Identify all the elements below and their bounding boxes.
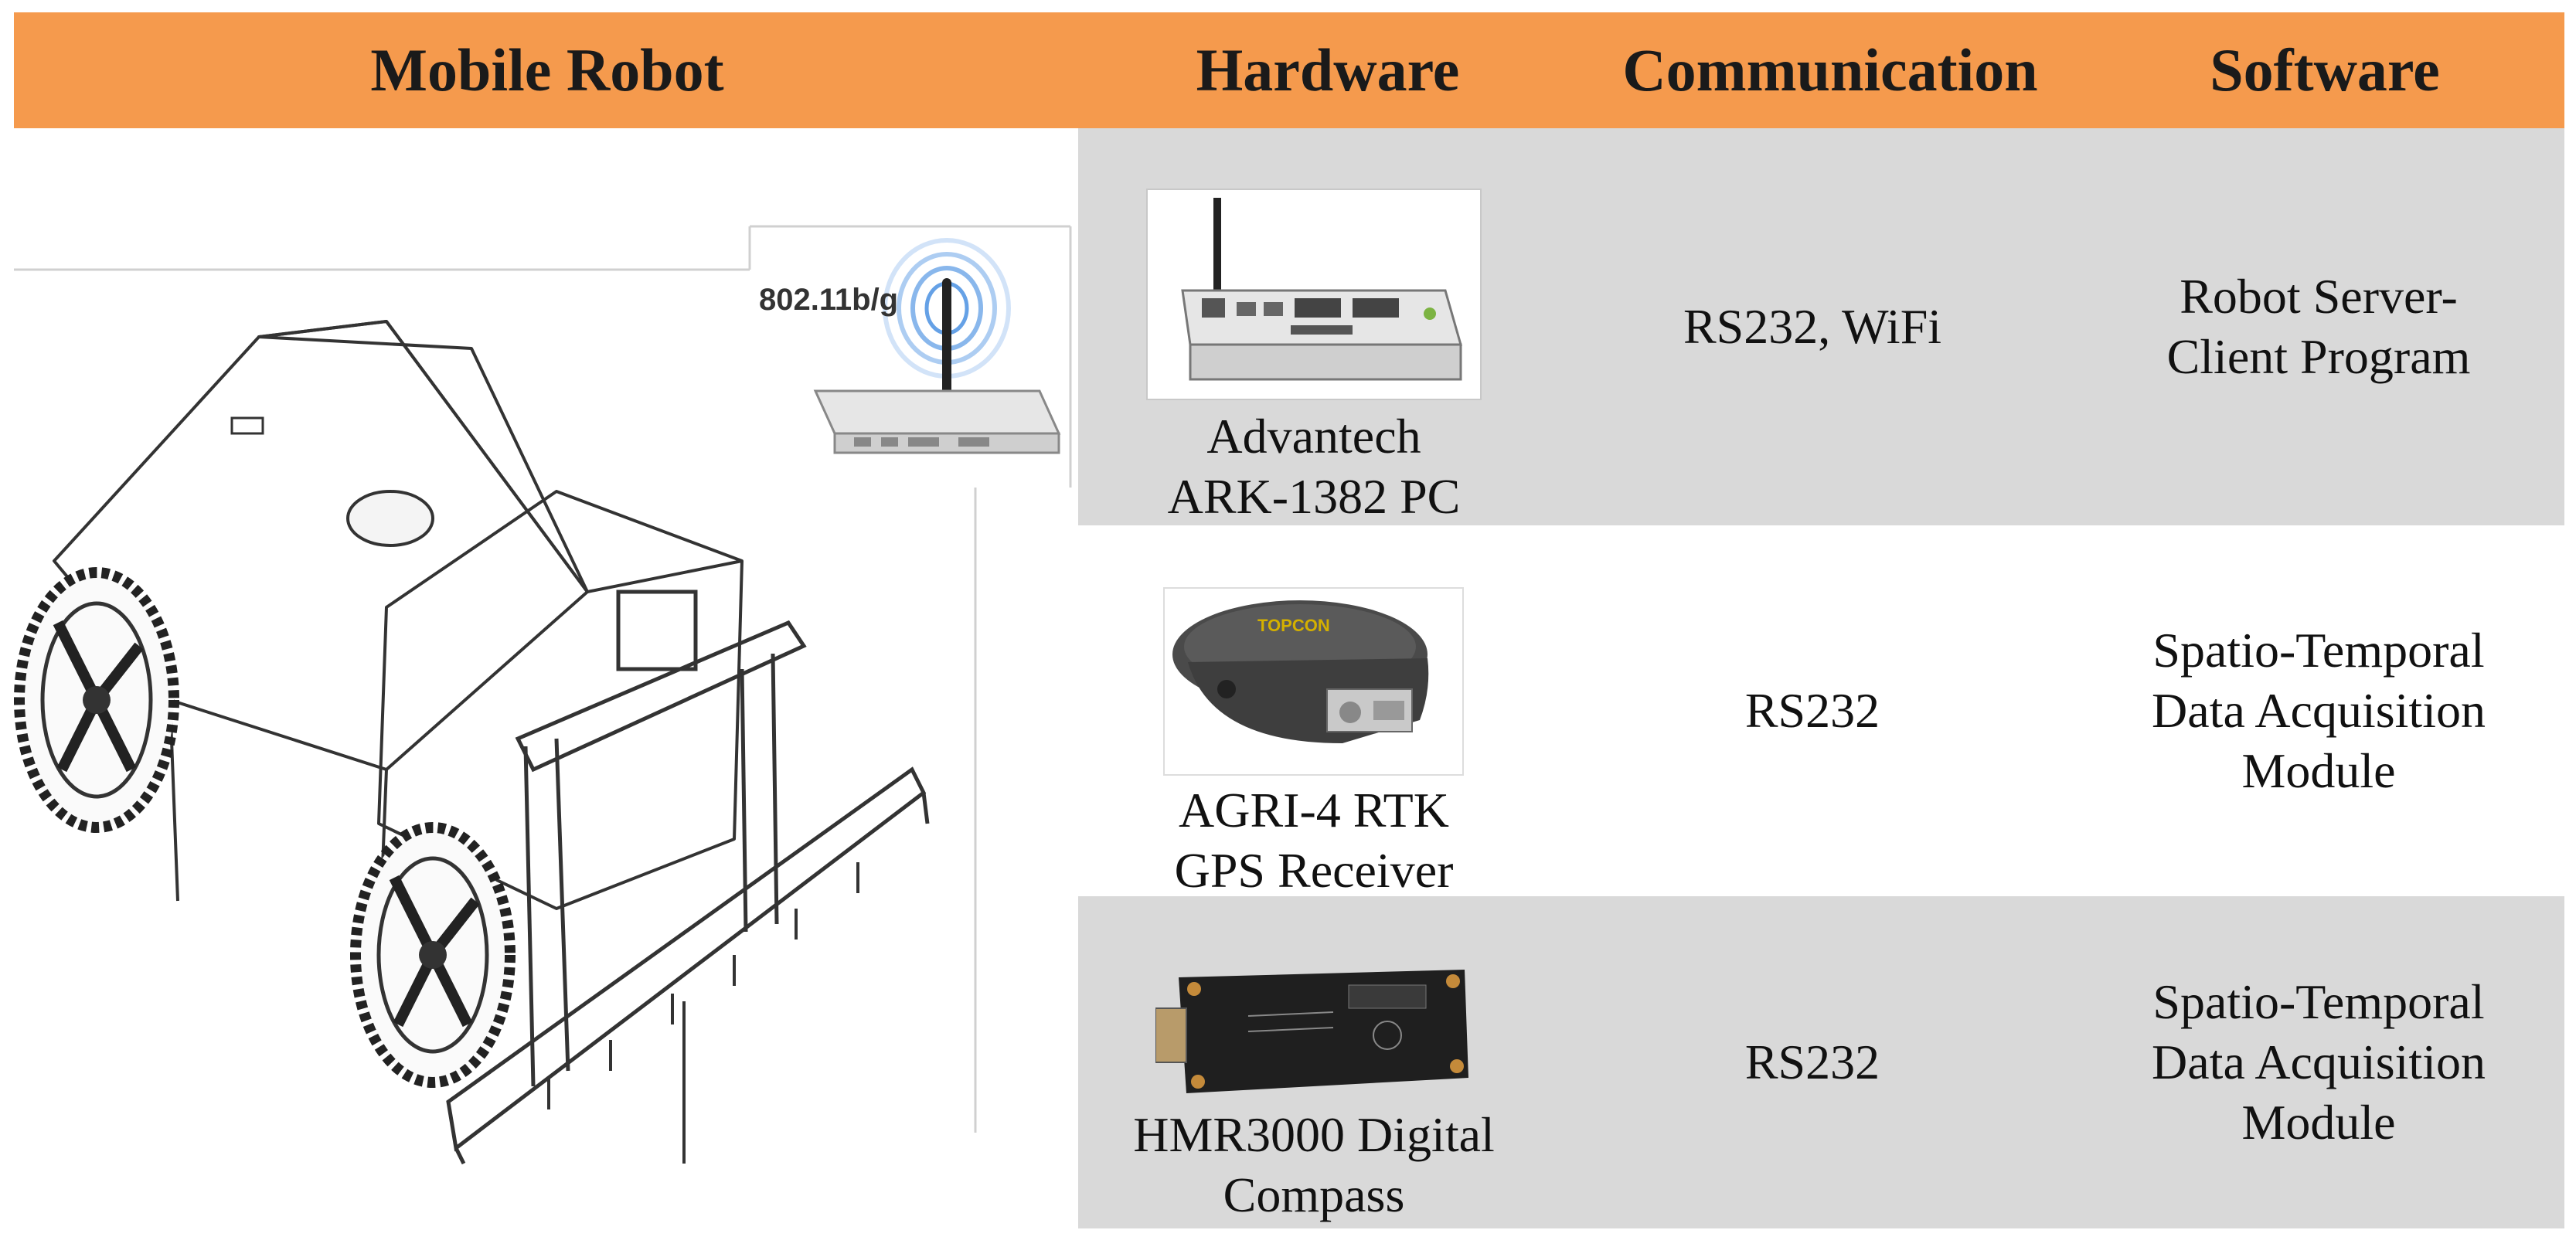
onboard-pc-icon xyxy=(813,389,1061,454)
compass-photo xyxy=(1155,962,1472,1097)
hardware-name: AGRI-4 RTK GPS Receiver xyxy=(1174,783,1454,899)
front-wheel-icon xyxy=(350,822,516,1088)
gps-photo: TOPCON xyxy=(1163,587,1464,776)
table-header: Mobile Robot Hardware Communication Soft… xyxy=(14,12,2564,128)
header-software: Software xyxy=(2210,36,2440,104)
communication-value: RS232 xyxy=(1744,682,1880,738)
header-communication: Communication xyxy=(1622,36,2038,104)
software-value: Spatio-Temporal Data Acquisition Module xyxy=(2152,973,2486,1150)
digital-compass-icon xyxy=(1155,970,1468,1093)
communication-value: RS232 xyxy=(1744,1034,1880,1089)
pc-photo xyxy=(1146,189,1482,400)
table-row: TOPCON AGRI-4 RTK GPS Receiver RS232 Spa… xyxy=(1078,525,2564,898)
robot-drawing-icon xyxy=(14,225,1072,1165)
hardware-name: HMR3000 Digital Compass xyxy=(1133,1107,1495,1223)
svg-text:TOPCON: TOPCON xyxy=(1257,616,1330,635)
industrial-pc-icon xyxy=(1181,198,1462,381)
header-hardware: Hardware xyxy=(1196,36,1460,104)
gps-receiver-icon: TOPCON xyxy=(1172,600,1429,743)
software-value: Spatio-Temporal Data Acquisition Module xyxy=(2152,622,2486,799)
wifi-standard-label: 802.11b/g xyxy=(759,283,899,317)
mobile-robot-illustration: 802.11b/g xyxy=(0,128,1078,1243)
communication-value: RS232, WiFi xyxy=(1683,298,1942,354)
table-row: Advantech ARK-1382 PC RS232, WiFi Robot … xyxy=(1078,128,2564,525)
rear-wheel-icon xyxy=(14,567,179,833)
header-mobile-robot: Mobile Robot xyxy=(370,36,724,104)
hardware-name: Advantech ARK-1382 PC xyxy=(1167,409,1461,525)
software-value: Robot Server- Client Program xyxy=(2166,268,2471,384)
table-row: HMR3000 Digital Compass RS232 Spatio-Tem… xyxy=(1078,896,2564,1228)
